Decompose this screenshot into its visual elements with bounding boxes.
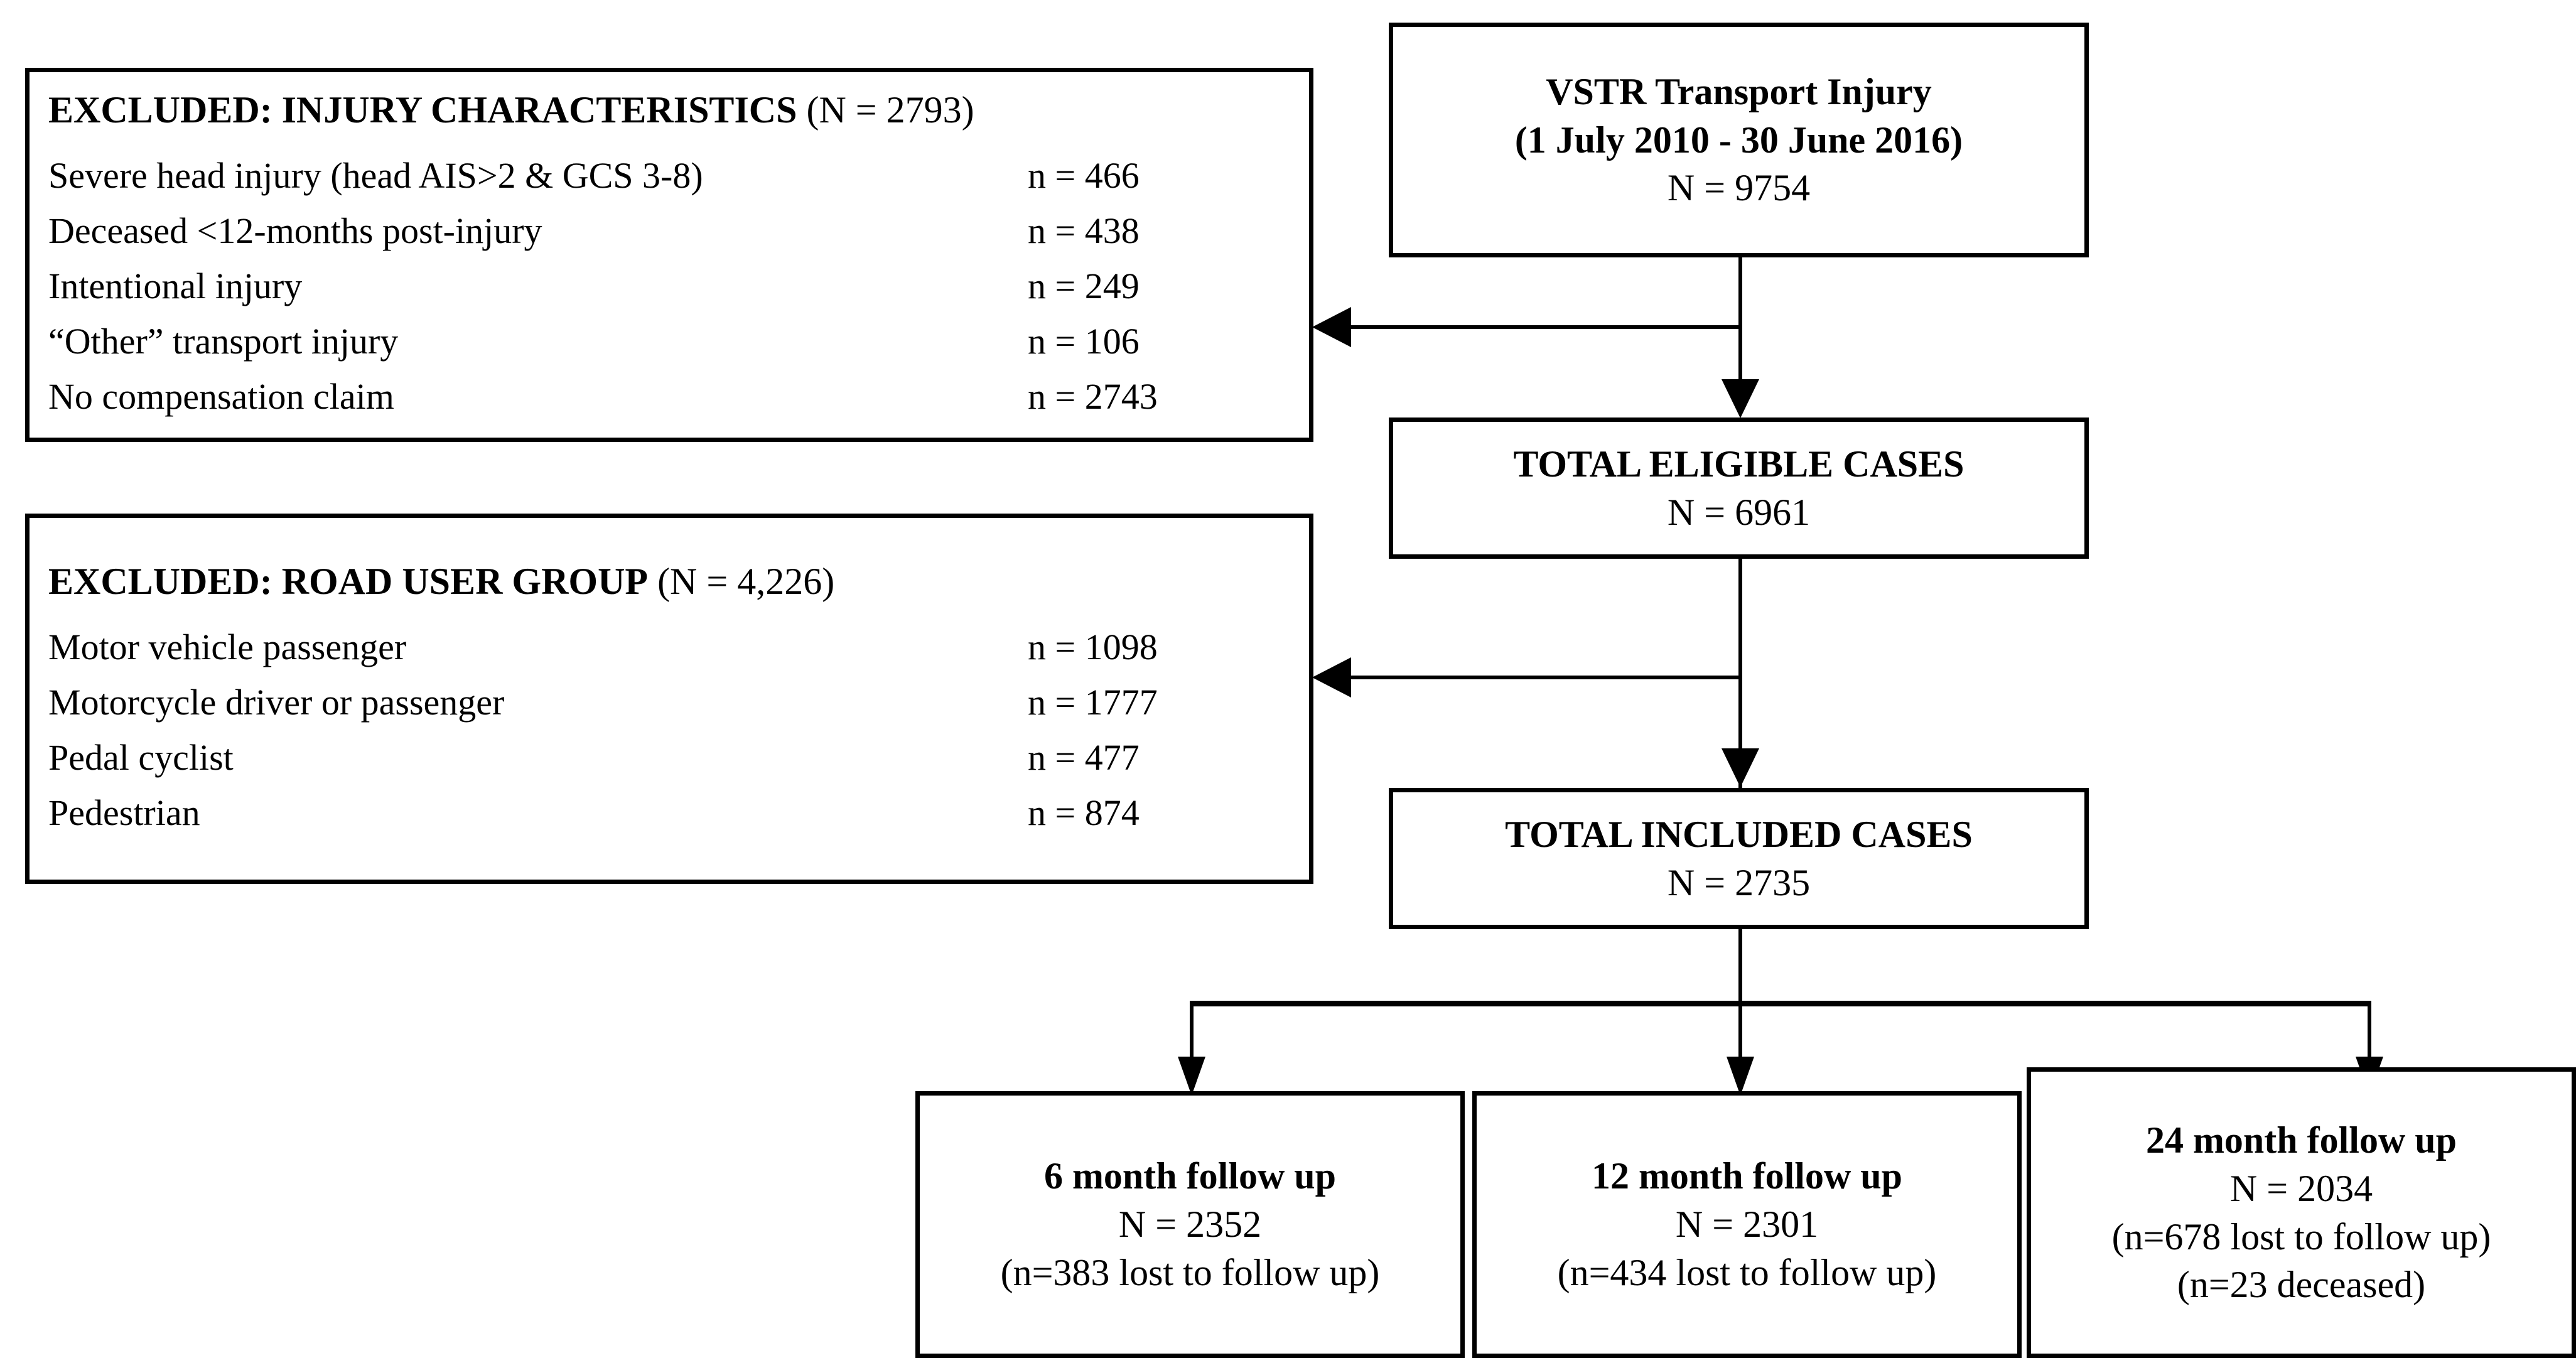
table-row: Deceased <12-months post-injury n = 438 <box>48 203 1309 259</box>
excluded-injury-title: EXCLUDED: INJURY CHARACTERISTICS (N = 27… <box>48 85 1309 134</box>
connector-split-middle <box>1738 1001 1742 1069</box>
excluded-injury-label-4: No compensation claim <box>48 376 394 418</box>
table-row: Motor vehicle passenger n = 1098 <box>48 620 1309 675</box>
excluded-injury-title-count: (N = 2793) <box>797 89 974 131</box>
table-row: Intentional injury n = 249 <box>48 259 1309 314</box>
arrowhead-to-excluded-road-user <box>1312 657 1351 698</box>
table-row: Pedal cyclist n = 477 <box>48 730 1309 785</box>
connector-split-bar <box>1190 1001 2371 1006</box>
table-row: Severe head injury (head AIS>2 & GCS 3-8… <box>48 148 1309 203</box>
followup-24-n: N = 2034 <box>2229 1167 2373 1209</box>
excluded-road-user-box: EXCLUDED: ROAD USER GROUP (N = 4,226) Mo… <box>25 514 1313 884</box>
eligible-box-line2: N = 6961 <box>1667 491 1811 533</box>
excluded-road-user-title: EXCLUDED: ROAD USER GROUP (N = 4,226) <box>48 557 1309 606</box>
excluded-injury-box: EXCLUDED: INJURY CHARACTERISTICS (N = 27… <box>25 68 1313 442</box>
arrowhead-to-eligible <box>1722 379 1759 418</box>
excluded-road-user-count-1: n = 1777 <box>1028 681 1158 723</box>
followup-12-n: N = 2301 <box>1675 1204 1819 1246</box>
connector-to-excluded-injury <box>1350 325 1740 329</box>
arrowhead-to-followup-6 <box>1178 1057 1205 1096</box>
connector-to-excluded-road-user <box>1350 676 1740 679</box>
excluded-injury-label-2: Intentional injury <box>48 265 303 306</box>
followup-6-n: N = 2352 <box>1118 1204 1262 1246</box>
excluded-injury-count-3: n = 106 <box>1028 321 1140 362</box>
excluded-injury-count-2: n = 249 <box>1028 265 1140 306</box>
excluded-injury-label-1: Deceased <12-months post-injury <box>48 210 542 251</box>
excluded-injury-label-0: Severe head injury (head AIS>2 & GCS 3-8… <box>48 154 703 196</box>
table-row: No compensation claim n = 2743 <box>48 369 1309 424</box>
followup-24-title: 24 month follow up <box>2145 1119 2457 1161</box>
source-box-line3: N = 9754 <box>1667 167 1811 209</box>
connector-split-right <box>2368 1001 2371 1069</box>
connector-included-down <box>1738 929 1742 1005</box>
excluded-road-user-count-2: n = 477 <box>1028 737 1140 778</box>
eligible-box-line1: TOTAL ELIGIBLE CASES <box>1513 443 1964 485</box>
source-box: VSTR Transport Injury (1 July 2010 - 30 … <box>1389 23 2089 257</box>
excluded-road-user-count-3: n = 874 <box>1028 792 1140 834</box>
followup-box-6-month: 6 month follow up N = 2352 (n=383 lost t… <box>915 1091 1465 1358</box>
arrowhead-to-excluded-injury <box>1312 307 1351 347</box>
excluded-injury-count-0: n = 466 <box>1028 154 1140 196</box>
included-box-line1: TOTAL INCLUDED CASES <box>1505 813 1973 855</box>
excluded-road-user-count-0: n = 1098 <box>1028 626 1158 667</box>
followup-6-title: 6 month follow up <box>1043 1155 1337 1197</box>
connector-source-to-eligible <box>1738 257 1742 392</box>
connector-split-left <box>1190 1001 1194 1069</box>
followup-12-note1: (n=434 lost to follow up) <box>1557 1251 1937 1293</box>
followup-12-title: 12 month follow up <box>1591 1155 1903 1197</box>
included-box: TOTAL INCLUDED CASES N = 2735 <box>1389 788 2089 929</box>
excluded-road-user-title-count: (N = 4,226) <box>648 560 835 602</box>
followup-6-note1: (n=383 lost to follow up) <box>1000 1251 1380 1293</box>
excluded-road-user-title-bold: EXCLUDED: ROAD USER GROUP <box>48 560 649 602</box>
followup-24-note2: (n=23 deceased) <box>2177 1264 2426 1306</box>
source-box-line2: (1 July 2010 - 30 June 2016) <box>1514 119 1963 161</box>
table-row: “Other” transport injury n = 106 <box>48 314 1309 369</box>
followup-24-note1: (n=678 lost to follow up) <box>2111 1215 2491 1258</box>
excluded-injury-title-bold: EXCLUDED: INJURY CHARACTERISTICS <box>48 89 797 131</box>
excluded-road-user-label-0: Motor vehicle passenger <box>48 626 407 667</box>
arrowhead-to-included <box>1722 748 1759 787</box>
included-box-line2: N = 2735 <box>1667 861 1811 903</box>
table-row: Pedestrian n = 874 <box>48 785 1309 841</box>
excluded-road-user-label-3: Pedestrian <box>48 792 200 834</box>
table-row: Motorcycle driver or passenger n = 1777 <box>48 675 1309 730</box>
excluded-road-user-label-1: Motorcycle driver or passenger <box>48 681 505 723</box>
excluded-road-user-row-list: Motor vehicle passenger n = 1098 Motorcy… <box>30 620 1309 841</box>
excluded-injury-row-list: Severe head injury (head AIS>2 & GCS 3-8… <box>30 148 1309 425</box>
connector-eligible-to-included <box>1738 559 1742 813</box>
excluded-injury-label-3: “Other” transport injury <box>48 321 399 362</box>
followup-box-12-month: 12 month follow up N = 2301 (n=434 lost … <box>1472 1091 2022 1358</box>
followup-box-24-month: 24 month follow up N = 2034 (n=678 lost … <box>2027 1067 2576 1358</box>
eligible-box: TOTAL ELIGIBLE CASES N = 6961 <box>1389 418 2089 559</box>
excluded-injury-count-1: n = 438 <box>1028 210 1140 251</box>
arrowhead-to-followup-12 <box>1727 1057 1754 1096</box>
excluded-injury-count-4: n = 2743 <box>1028 376 1158 418</box>
excluded-road-user-label-2: Pedal cyclist <box>48 737 234 778</box>
source-box-line1: VSTR Transport Injury <box>1546 70 1932 112</box>
